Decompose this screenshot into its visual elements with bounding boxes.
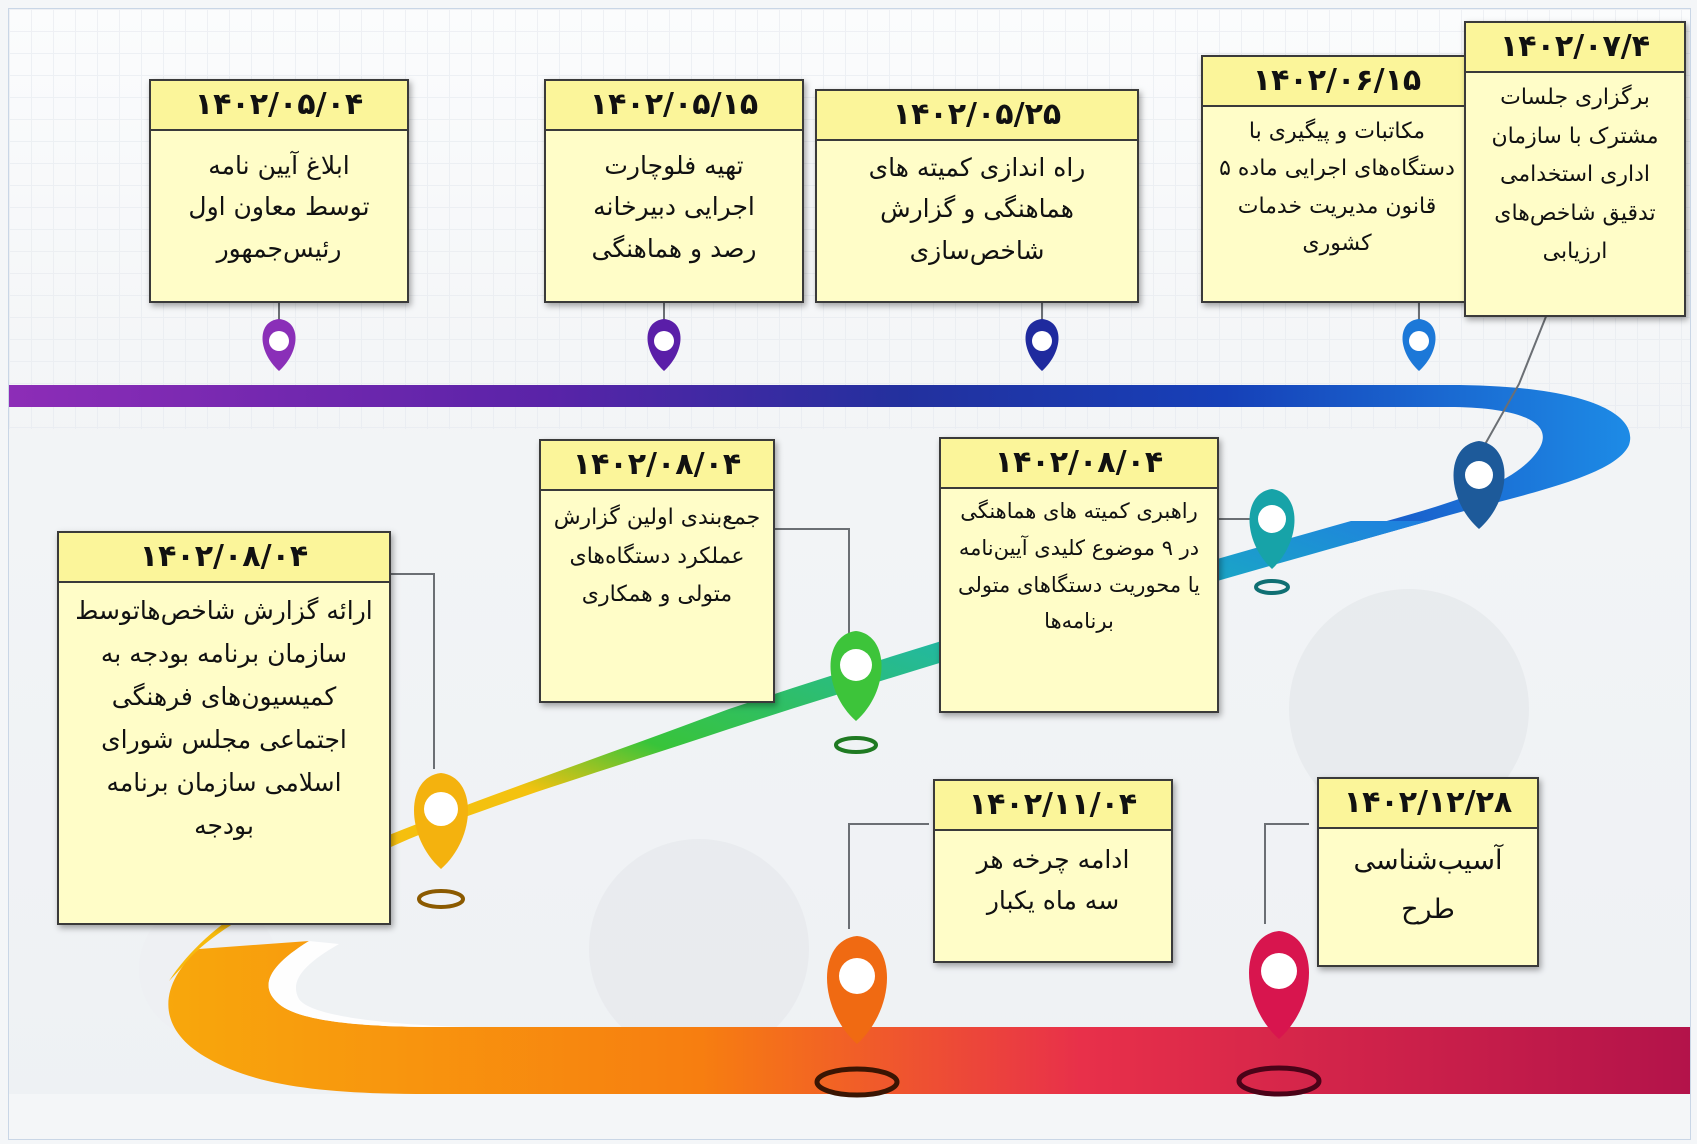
pin-icon-6 [1249, 489, 1295, 595]
pin-icon-3 [1025, 319, 1059, 371]
pin-icon-8 [414, 773, 468, 909]
timeline-road [9, 301, 1690, 1139]
milestone-card-7: ۱۴۰۲/۰۸/۰۴ جمع‌بندی اولین گزارش عملکرد د… [539, 439, 775, 703]
milestone-card-1: ۱۴۰۲/۰۵/۰۴ ابلاغ آیین نامه توسط معاون او… [149, 79, 409, 303]
milestone-card-10: ۱۴۰۲/۱۲/۲۸ آسیب‌شناسی طرح [1317, 777, 1539, 967]
milestone-card-4: ۱۴۰۲/۰۶/۱۵ مکاتبات و پیگیری با دستگاه‌ها… [1201, 55, 1473, 303]
pins-layer [262, 319, 1505, 1098]
pin-icon-5 [1453, 441, 1505, 529]
pin-icon-1 [262, 319, 296, 371]
milestone-text: مکاتبات و پیگیری با دستگاه‌های اجرایی ما… [1219, 119, 1455, 257]
milestone-card-5: ۱۴۰۲/۰۷/۴ برگزاری جلسات مشترک با سازمان … [1464, 21, 1686, 317]
milestone-text: راه اندازی کمیته های هماهنگی و گزارش شاخ… [868, 153, 1086, 265]
pin-icon-4 [1402, 319, 1436, 371]
timeline-diagram: ۱۴۰۲/۰۵/۰۴ ابلاغ آیین نامه توسط معاون او… [8, 8, 1691, 1140]
milestone-text: برگزاری جلسات مشترک با سازمان اداری استخ… [1491, 85, 1659, 264]
milestone-date: ۱۴۰۲/۱۲/۲۸ [1319, 779, 1537, 829]
milestone-text: جمع‌بندی اولین گزارش عملکرد دستگاه‌های م… [553, 505, 761, 607]
milestone-date: ۱۴۰۲/۰۵/۲۵ [817, 91, 1137, 141]
milestone-date: ۱۴۰۲/۱۱/۰۴ [935, 781, 1171, 831]
pin-icon-10 [1236, 931, 1322, 1097]
pin-icon-7 [830, 631, 882, 754]
milestone-date: ۱۴۰۲/۰۷/۴ [1466, 23, 1684, 73]
milestone-date: ۱۴۰۲/۰۸/۰۴ [941, 439, 1217, 489]
milestone-text: ابلاغ آیین نامه توسط معاون اول رئیس‌جمهو… [188, 151, 370, 263]
milestone-date: ۱۴۰۲/۰۵/۰۴ [151, 81, 407, 131]
pin-icon-2 [647, 319, 681, 371]
milestone-date: ۱۴۰۲/۰۸/۰۴ [541, 441, 773, 491]
milestone-date: ۱۴۰۲/۰۶/۱۵ [1203, 57, 1471, 107]
milestone-card-9: ۱۴۰۲/۱۱/۰۴ ادامه چرخه هر سه ماه یکبار [933, 779, 1173, 963]
milestone-text: ارائه گزارش شاخص‌هاتوسط سازمان برنامه بو… [75, 596, 373, 840]
milestone-card-8: ۱۴۰۲/۰۸/۰۴ ارائه گزارش شاخص‌هاتوسط سازما… [57, 531, 391, 925]
pin-icon-9 [814, 936, 900, 1098]
milestone-card-2: ۱۴۰۲/۰۵/۱۵ تهیه فلوچارت اجرایی دبیرخانه … [544, 79, 804, 303]
milestone-text: آسیب‌شناسی طرح [1353, 845, 1503, 925]
milestone-date: ۱۴۰۲/۰۵/۱۵ [546, 81, 802, 131]
milestone-card-3: ۱۴۰۲/۰۵/۲۵ راه اندازی کمیته های هماهنگی … [815, 89, 1139, 303]
milestone-text: ادامه چرخه هر سه ماه یکبار [976, 845, 1130, 916]
milestone-text: راهبری کمیته های هماهنگی در ۹ موضوع کلید… [957, 499, 1201, 634]
milestone-date: ۱۴۰۲/۰۸/۰۴ [59, 533, 389, 583]
milestone-card-6: ۱۴۰۲/۰۸/۰۴ راهبری کمیته های هماهنگی در ۹… [939, 437, 1219, 713]
milestone-text: تهیه فلوچارت اجرایی دبیرخانه رصد و هماهن… [591, 151, 757, 263]
